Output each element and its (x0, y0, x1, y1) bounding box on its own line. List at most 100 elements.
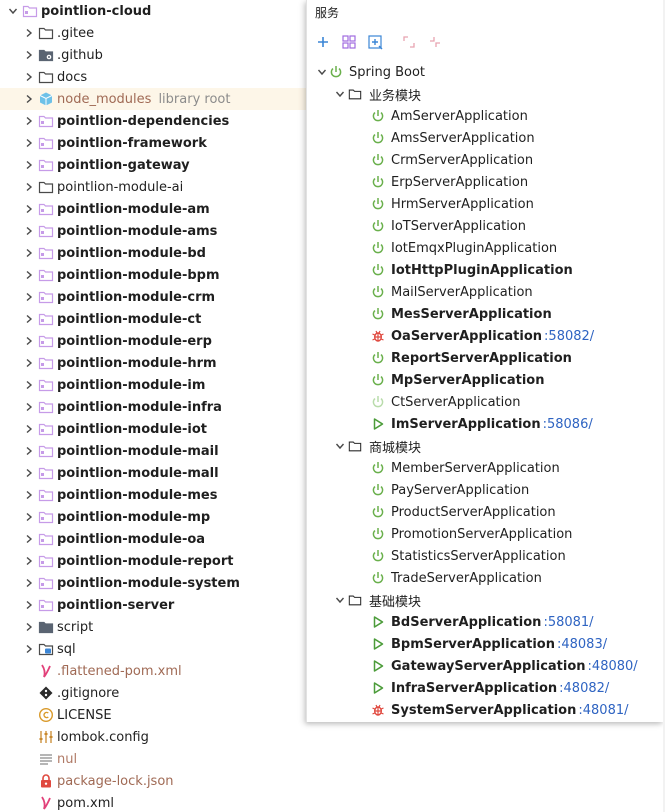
chevron-right-icon[interactable] (22, 462, 36, 484)
tree-item[interactable]: pointlion-module-ams (0, 220, 306, 242)
service-app[interactable]: InfraServerApplication:48082/ (307, 677, 663, 699)
chevron-down-icon[interactable] (6, 0, 20, 22)
chevron-right-icon[interactable] (22, 572, 36, 594)
tree-item[interactable]: pointlion-module-crm (0, 286, 306, 308)
chevron-right-icon[interactable] (22, 110, 36, 132)
service-app[interactable]: StatisticsServerApplication (307, 545, 663, 567)
tree-root-pointlion-cloud[interactable]: pointlion-cloud (0, 0, 306, 22)
service-root-spring-boot[interactable]: Spring Boot (307, 61, 663, 83)
chevron-right-icon[interactable] (22, 374, 36, 396)
service-app[interactable]: PayServerApplication (307, 479, 663, 501)
chevron-right-icon[interactable] (22, 154, 36, 176)
tree-item[interactable]: pointlion-module-infra (0, 396, 306, 418)
tree-file[interactable]: pom.xml (0, 792, 306, 812)
chevron-right-icon[interactable] (22, 330, 36, 352)
tree-item[interactable]: pointlion-module-report (0, 550, 306, 572)
tree-item[interactable]: pointlion-module-hrm (0, 352, 306, 374)
tree-item[interactable]: pointlion-module-mes (0, 484, 306, 506)
service-group[interactable]: 基础模块 (307, 589, 663, 611)
tree-item[interactable]: pointlion-module-im (0, 374, 306, 396)
tree-file[interactable]: .gitignore (0, 682, 306, 704)
chevron-right-icon[interactable] (22, 506, 36, 528)
chevron-right-icon[interactable] (22, 550, 36, 572)
service-app[interactable]: IotHttpPluginApplication (307, 259, 663, 281)
service-app[interactable]: MemberServerApplication (307, 457, 663, 479)
chevron-right-icon[interactable] (22, 594, 36, 616)
chevron-right-icon[interactable] (22, 176, 36, 198)
service-app[interactable]: IoTServerApplication (307, 215, 663, 237)
tree-item[interactable]: pointlion-gateway (0, 154, 306, 176)
group-icon[interactable] (339, 32, 359, 52)
tree-item[interactable]: pointlion-module-bpm (0, 264, 306, 286)
service-port-link[interactable]: :48080/ (587, 658, 638, 674)
chevron-right-icon[interactable] (22, 638, 36, 660)
tree-item[interactable]: .gitee (0, 22, 306, 44)
service-app[interactable]: ErpServerApplication (307, 171, 663, 193)
chevron-right-icon[interactable] (22, 418, 36, 440)
service-app[interactable]: BpmServerApplication:48083/ (307, 633, 663, 655)
chevron-right-icon[interactable] (22, 528, 36, 550)
chevron-right-icon[interactable] (22, 616, 36, 638)
new-service-icon[interactable] (365, 32, 385, 52)
tree-item[interactable]: pointlion-framework (0, 132, 306, 154)
service-app[interactable]: BdServerApplication:58081/ (307, 611, 663, 633)
chevron-right-icon[interactable] (22, 22, 36, 44)
service-port-link[interactable]: :58081/ (543, 614, 594, 630)
chevron-down-icon[interactable] (333, 589, 347, 611)
collapse-all-icon[interactable] (425, 32, 445, 52)
service-app[interactable]: ReportServerApplication (307, 347, 663, 369)
chevron-right-icon[interactable] (22, 66, 36, 88)
service-app[interactable]: HrmServerApplication (307, 193, 663, 215)
chevron-right-icon[interactable] (22, 352, 36, 374)
service-app[interactable]: AmServerApplication (307, 105, 663, 127)
service-app[interactable]: MpServerApplication (307, 369, 663, 391)
tree-file[interactable]: package-lock.json (0, 770, 306, 792)
service-app[interactable]: GatewayServerApplication:48080/ (307, 655, 663, 677)
chevron-right-icon[interactable] (22, 440, 36, 462)
tree-file[interactable]: nul (0, 748, 306, 770)
service-group[interactable]: 业务模块 (307, 83, 663, 105)
tree-item[interactable]: pointlion-dependencies (0, 110, 306, 132)
service-port-link[interactable]: :48083/ (556, 636, 608, 652)
chevron-right-icon[interactable] (22, 264, 36, 286)
tree-item[interactable]: pointlion-module-oa (0, 528, 306, 550)
tree-item[interactable]: docs (0, 66, 306, 88)
tree-item[interactable]: pointlion-module-mall (0, 462, 306, 484)
service-group[interactable]: 商城模块 (307, 435, 663, 457)
chevron-right-icon[interactable] (22, 198, 36, 220)
tree-item[interactable]: pointlion-module-am (0, 198, 306, 220)
service-port-link[interactable]: :48082/ (559, 680, 610, 696)
chevron-down-icon[interactable] (333, 83, 347, 105)
service-app[interactable]: OaServerApplication:58082/ (307, 325, 663, 347)
service-app[interactable]: IotEmqxPluginApplication (307, 237, 663, 259)
chevron-right-icon[interactable] (22, 308, 36, 330)
service-app[interactable]: CrmServerApplication (307, 149, 663, 171)
tree-item[interactable]: pointlion-module-ai (0, 176, 306, 198)
tree-item[interactable]: script (0, 616, 306, 638)
tree-item[interactable]: pointlion-module-erp (0, 330, 306, 352)
chevron-down-icon[interactable] (315, 61, 329, 83)
chevron-right-icon[interactable] (22, 88, 36, 110)
tree-file[interactable]: lombok.config (0, 726, 306, 748)
tree-file[interactable]: .flattened-pom.xml (0, 660, 306, 682)
tree-item[interactable]: pointlion-module-iot (0, 418, 306, 440)
chevron-right-icon[interactable] (22, 132, 36, 154)
tree-item[interactable]: pointlion-server (0, 594, 306, 616)
tree-item[interactable]: sql (0, 638, 306, 660)
service-app[interactable]: TradeServerApplication (307, 567, 663, 589)
service-app[interactable]: AmsServerApplication (307, 127, 663, 149)
chevron-right-icon[interactable] (22, 242, 36, 264)
service-app[interactable]: ProductServerApplication (307, 501, 663, 523)
tree-item[interactable]: pointlion-module-mp (0, 506, 306, 528)
service-port-link[interactable]: :58086/ (542, 416, 593, 432)
tree-file[interactable]: LICENSE (0, 704, 306, 726)
add-icon[interactable] (313, 32, 333, 52)
chevron-down-icon[interactable] (333, 435, 347, 457)
service-app[interactable]: MesServerApplication (307, 303, 663, 325)
tree-item[interactable]: pointlion-module-mail (0, 440, 306, 462)
service-app[interactable]: SystemServerApplication:48081/ (307, 699, 663, 721)
chevron-right-icon[interactable] (22, 220, 36, 242)
tree-item[interactable]: pointlion-module-ct (0, 308, 306, 330)
service-app[interactable]: ImServerApplication:58086/ (307, 413, 663, 435)
